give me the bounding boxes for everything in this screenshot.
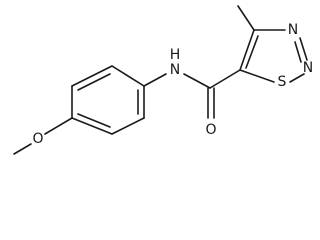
amide-linkage bbox=[143, 73, 215, 119]
bond-ar6-ar1 bbox=[111, 65, 145, 87]
bond-ar3-ar4 bbox=[71, 117, 113, 135]
benzene-ring bbox=[71, 65, 145, 135]
bond-carbonyl-c-c5 bbox=[209, 69, 241, 89]
atom-n-ring-2: N bbox=[303, 60, 313, 76]
atom-n-ring-1: N bbox=[288, 22, 298, 38]
bond-c5-c4-double bbox=[245, 35, 259, 69]
bond-ar5-ar6 bbox=[71, 65, 113, 87]
atom-labels: N H O O S N N bbox=[32, 22, 313, 147]
bond-ar4-omethoxy bbox=[44, 117, 73, 135]
atom-s-ring: S bbox=[278, 74, 287, 90]
bond-ar3-ar4-inner bbox=[77, 113, 111, 128]
methoxy-group bbox=[13, 117, 73, 155]
bond-ar1-n bbox=[143, 73, 167, 87]
bond-n-carbonyl-c bbox=[183, 73, 211, 89]
bond-n3-n2-double bbox=[294, 41, 302, 63]
bond-n2-s1 bbox=[289, 73, 305, 83]
atom-h-amide: H bbox=[170, 47, 181, 63]
atom-n-amide: N bbox=[170, 62, 180, 78]
thiadiazole-ring bbox=[209, 29, 308, 89]
bond-c5-c4 bbox=[239, 29, 255, 71]
chemical-structure: N H O O S N N bbox=[13, 5, 313, 155]
ring-methyl-group bbox=[237, 5, 255, 31]
bond-omethoxy-methyl bbox=[13, 143, 32, 155]
bond-c4-methyl bbox=[237, 5, 255, 31]
bond-ar2-ar3 bbox=[111, 117, 145, 135]
bond-ar5-ar6-inner bbox=[77, 73, 111, 91]
atom-o-methoxy: O bbox=[32, 131, 43, 147]
atom-o-carbonyl: O bbox=[205, 122, 216, 138]
bond-s1-c5 bbox=[239, 69, 275, 83]
bond-n3-n2 bbox=[299, 37, 308, 61]
